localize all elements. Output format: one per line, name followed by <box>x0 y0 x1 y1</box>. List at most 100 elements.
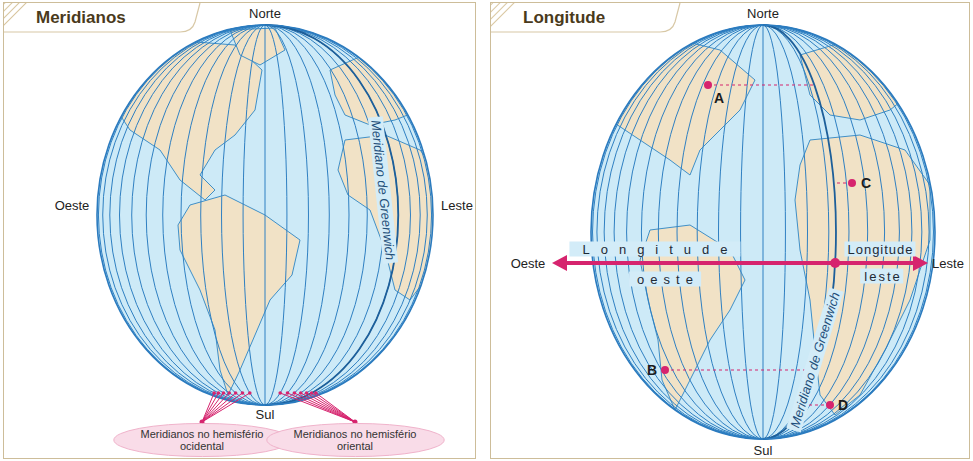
origin-dot <box>830 258 840 268</box>
longitude-label: Longitude <box>844 242 915 257</box>
greenwich-meridian <box>763 25 836 439</box>
meridian-line <box>763 25 929 439</box>
panel-title: Meridianos <box>36 8 126 28</box>
meridian-line <box>110 25 265 405</box>
leader-dot <box>278 391 282 395</box>
meridian-line <box>641 25 763 439</box>
meridian-line <box>265 25 287 405</box>
meridian-line <box>132 25 265 405</box>
figure-panel: MeridianosMeridianos no hemisfério ocide… <box>3 2 476 459</box>
meridian-line <box>265 25 420 405</box>
meridian-line <box>181 25 265 405</box>
leader-dot <box>241 391 245 395</box>
meridian-line <box>697 25 763 439</box>
leader-dot <box>248 391 252 395</box>
meridian-line <box>265 25 308 405</box>
meridian-line <box>763 25 912 439</box>
meridian-line <box>265 25 367 405</box>
compass-label: Norte <box>747 6 779 21</box>
hemisphere-oval: Meridianos no hemisfério ocidental <box>112 422 293 458</box>
point-letter: C <box>861 176 871 191</box>
meridian-line <box>201 25 265 405</box>
meridian-name: Meridiano de Greenwich <box>786 288 843 433</box>
meridian-line <box>265 25 427 405</box>
point-dot <box>704 81 712 89</box>
longitude-label: oeste <box>629 272 701 287</box>
leader-line <box>202 393 243 422</box>
meridian-line <box>222 25 265 405</box>
meridian-line <box>677 25 763 439</box>
meridian-line <box>763 25 899 439</box>
meridian-line <box>763 25 922 439</box>
meridian-line <box>265 25 349 405</box>
leader-dot <box>314 391 318 395</box>
meridian-line <box>741 25 763 439</box>
meridian-line <box>597 25 763 439</box>
leader-line <box>312 393 355 422</box>
point-letter: D <box>838 398 848 413</box>
hemisphere-oval: Meridianos no hemisfério oriental <box>265 422 446 458</box>
meridian-line <box>763 25 849 439</box>
leader-dot <box>305 391 309 395</box>
compass-label: Oeste <box>55 198 90 213</box>
corner-stripes <box>4 3 30 29</box>
meridian-line <box>604 25 763 439</box>
meridian-line <box>98 25 265 405</box>
meridian-line <box>265 25 266 405</box>
meridian-line <box>265 25 398 405</box>
point-dot <box>661 366 669 374</box>
oval-caption: Meridianos no hemisfério ocidental <box>136 428 268 452</box>
meridian-line <box>763 25 785 439</box>
greenwich-meridian <box>265 25 398 405</box>
leader-line <box>294 393 355 422</box>
header-tab-line <box>4 3 200 32</box>
oval-caption: Meridianos no hemisfério oriental <box>289 428 421 452</box>
meridian-line <box>265 25 384 405</box>
meridian-line <box>763 25 829 439</box>
globe-outline <box>97 25 433 405</box>
panel-ground <box>490 2 970 459</box>
point-letter: A <box>714 91 724 106</box>
meridian-line <box>103 25 265 405</box>
meridian-line <box>627 25 763 439</box>
meridian-line <box>763 25 764 439</box>
point-letter: B <box>647 363 657 378</box>
corner-stripes <box>491 3 517 29</box>
leader-dot <box>286 391 290 395</box>
meridian-line <box>718 25 763 439</box>
leader-line <box>202 393 223 422</box>
leader-dot <box>222 391 226 395</box>
globe-outline <box>591 25 935 439</box>
longitude-label: leste <box>860 269 903 284</box>
leader-line <box>202 393 236 422</box>
longitude-arrow <box>562 261 833 265</box>
dashed-line <box>665 369 817 370</box>
meridian-line <box>614 25 763 439</box>
land-mass <box>230 28 285 65</box>
compass-label: Leste <box>441 198 473 213</box>
panel-ground <box>3 2 476 459</box>
point-dot <box>848 179 856 187</box>
leader-line <box>202 393 214 422</box>
figure-panel: Longitude <box>490 2 970 459</box>
meridian-line <box>265 25 432 405</box>
meridian-line <box>265 25 329 405</box>
leader-line <box>316 393 355 422</box>
land-mass <box>800 40 915 120</box>
leader-dot <box>217 391 221 395</box>
leader-line <box>280 393 355 422</box>
point-dot <box>826 401 834 409</box>
compass-label: Leste <box>932 256 964 271</box>
meridian-line <box>265 25 410 405</box>
meridian-line <box>120 25 265 405</box>
meridian-line <box>163 25 265 405</box>
leader-line <box>307 393 355 422</box>
compass-label: Sul <box>256 407 275 422</box>
arrow-head <box>552 255 567 271</box>
longitude-arrow <box>838 261 916 265</box>
panel-title: Longitude <box>523 8 605 28</box>
oval-outline <box>113 423 290 456</box>
compass-label: Norte <box>249 6 281 21</box>
leader-dot <box>234 391 238 395</box>
